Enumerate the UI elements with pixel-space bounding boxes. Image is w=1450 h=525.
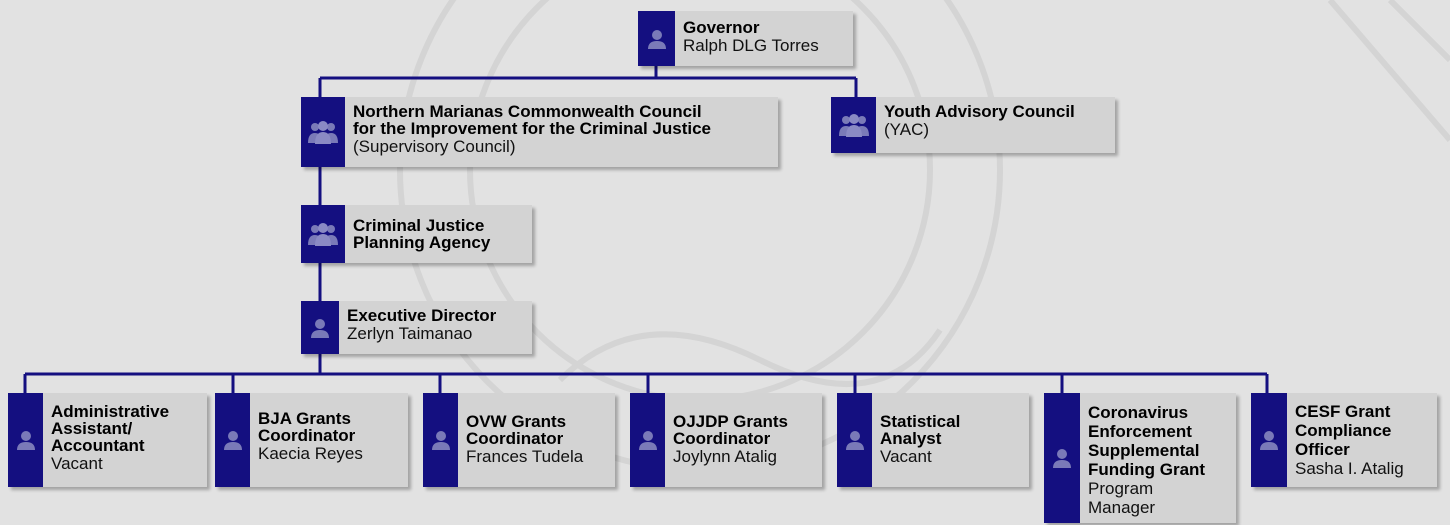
node-title: Criminal Justice Planning Agency bbox=[353, 216, 491, 252]
node-title: Northern Marianas Commonwealth Council f… bbox=[353, 102, 712, 138]
node-title: Coronavirus Enforcement Supplemental Fun… bbox=[1088, 403, 1206, 479]
staff-node-cesf-compliance-officer[interactable]: CESF Grant Compliance Officer Sasha I. A… bbox=[1251, 393, 1437, 487]
executive-director-node[interactable]: Executive Director Zerlyn Taimanao bbox=[301, 301, 532, 354]
node-title: BJA Grants Coordinator bbox=[258, 409, 356, 445]
staff-node-ovw-coordinator[interactable]: OVW Grants Coordinator Frances Tudela bbox=[423, 393, 615, 487]
person-icon bbox=[1258, 429, 1280, 451]
person-icon bbox=[430, 429, 452, 451]
node-subtitle: Ralph DLG Torres bbox=[683, 36, 819, 55]
node-subtitle: (YAC) bbox=[884, 120, 930, 139]
criminal-justice-planning-agency-node[interactable]: Criminal Justice Planning Agency bbox=[301, 205, 532, 263]
person-icon bbox=[222, 429, 244, 451]
group-icon bbox=[307, 221, 339, 247]
node-subtitle: Frances Tudela bbox=[466, 447, 584, 466]
person-icon bbox=[844, 429, 866, 451]
staff-node-bja-coordinator[interactable]: BJA Grants Coordinator Kaecia Reyes bbox=[215, 393, 408, 487]
node-title: OVW Grants Coordinator bbox=[466, 412, 567, 448]
node-subtitle: Kaecia Reyes bbox=[258, 444, 363, 463]
youth-advisory-council-node[interactable]: Youth Advisory Council (YAC) bbox=[831, 97, 1115, 153]
node-title: Governor bbox=[683, 18, 760, 37]
staff-node-statistical-analyst[interactable]: Statistical Analyst Vacant bbox=[837, 393, 1029, 487]
node-subtitle: (Supervisory Council) bbox=[353, 137, 516, 156]
node-title: Administrative Assistant/ Accountant bbox=[51, 402, 170, 455]
governor-node[interactable]: Governor Ralph DLG Torres bbox=[638, 11, 853, 66]
supervisory-council-node[interactable]: Northern Marianas Commonwealth Council f… bbox=[301, 97, 778, 167]
node-subtitle: Vacant bbox=[880, 447, 932, 466]
person-icon bbox=[646, 28, 668, 50]
person-icon bbox=[309, 317, 331, 339]
node-title: CESF Grant Compliance Officer bbox=[1295, 402, 1392, 459]
person-icon bbox=[15, 429, 37, 451]
staff-node-cesf-program-manager[interactable]: Coronavirus Enforcement Supplemental Fun… bbox=[1044, 393, 1236, 523]
staff-node-admin-assistant[interactable]: Administrative Assistant/ Accountant Vac… bbox=[8, 393, 207, 487]
group-icon bbox=[307, 119, 339, 145]
node-title: Statistical Analyst bbox=[880, 412, 961, 448]
node-subtitle: Joylynn Atalig bbox=[673, 447, 777, 466]
group-icon bbox=[838, 112, 870, 138]
node-subtitle: Zerlyn Taimanao bbox=[347, 324, 473, 343]
node-title: Youth Advisory Council bbox=[884, 102, 1075, 121]
node-title: OJJDP Grants Coordinator bbox=[673, 412, 788, 448]
person-icon bbox=[637, 429, 659, 451]
node-subtitle: Vacant bbox=[51, 454, 103, 473]
node-subtitle: Sasha I. Atalig bbox=[1295, 459, 1404, 478]
node-title: Executive Director bbox=[347, 306, 497, 325]
person-icon bbox=[1051, 447, 1073, 469]
staff-node-ojjdp-coordinator[interactable]: OJJDP Grants Coordinator Joylynn Atalig bbox=[630, 393, 822, 487]
node-subtitle: Program Manager bbox=[1088, 479, 1156, 517]
